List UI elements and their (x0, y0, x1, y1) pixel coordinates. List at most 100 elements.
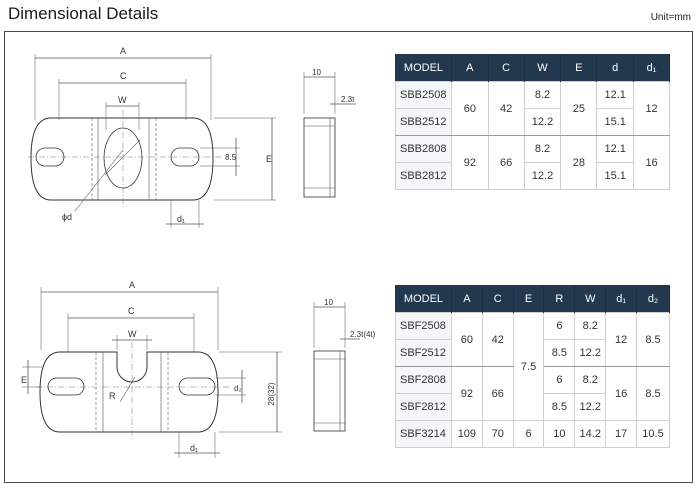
table-row: SBB2508 60 42 8.2 25 12.1 12 (395, 81, 670, 136)
sbb-dim-d-label: ϕd (62, 212, 72, 222)
value-cell: 92 (450, 366, 483, 421)
table-row: SBB2808 92 66 8.2 28 12.1 16 (395, 135, 670, 190)
sbf-col-d1: d₁ (605, 285, 638, 313)
model-cell: SBB2812 (395, 162, 452, 190)
sbb-dim-e-label: E (266, 154, 272, 164)
sbf-dim-d2-label: d₂ (234, 384, 242, 393)
model-cell: SBB2512 (395, 108, 452, 136)
value-cell: 8.2 (574, 312, 607, 340)
value-cell: 10 (543, 420, 576, 448)
model-cell: SBB2808 (395, 135, 452, 163)
sbf-dim-e-label: E (21, 375, 27, 385)
value-cell: 42 (481, 312, 514, 367)
sbb-col-model: MODEL (395, 54, 452, 82)
value-cell: 17 (605, 420, 638, 448)
model-cell: SBF2812 (395, 393, 452, 421)
value-cell: 70 (481, 420, 514, 448)
table-row: SBF2808 92 66 6 8.2 16 8.5 (395, 366, 670, 421)
value-cell: 12.2 (574, 393, 607, 421)
sbb-col-a: A (451, 54, 489, 82)
value-cell: 16 (605, 366, 638, 421)
value-cell: 10.5 (636, 420, 670, 448)
value-cell: 6 (543, 366, 576, 394)
model-cell: SBF3214 (395, 420, 452, 448)
sbf-dim-c-label: C (128, 306, 135, 316)
sbb-table-header-row: MODEL A C W E d d₁ (395, 54, 670, 82)
unit-label: Unit=mm (650, 12, 691, 23)
value-cell: 15.1 (596, 108, 635, 136)
model-cell: SBF2508 (395, 312, 452, 340)
sbf-spec-table: MODEL A C E R W d₁ d₂ SBF2508 60 42 7.5 … (395, 285, 670, 448)
table-row: SBB2812 12.2 15.1 (395, 162, 670, 190)
sbf-dim-d1-label: d₁ (190, 443, 198, 453)
table-row: SBF2512 8.5 12.2 (395, 339, 670, 367)
value-cell: 8.5 (543, 393, 576, 421)
value-cell: 12 (633, 81, 670, 136)
value-cell: 8.5 (543, 339, 576, 367)
sbb-front-view: A C W E 8.5 d₁ ϕd (28, 40, 278, 235)
value-cell: 8.5 (636, 312, 670, 367)
value-cell: 12.1 (596, 81, 635, 109)
sbb-col-w: W (524, 54, 562, 82)
sbf-dim-w-label: W (128, 329, 137, 339)
sbb-dim-d1-label: d₁ (177, 214, 185, 224)
table-row: SBF2508 60 42 7.5 6 8.2 12 8.5 (395, 312, 670, 421)
sbb-dim-c-label: C (120, 71, 127, 81)
sbf-dim-a-label: A (129, 280, 135, 290)
content-frame (4, 31, 693, 483)
sbb-col-d: d (596, 54, 635, 82)
sbf-col-e: E (513, 285, 545, 313)
value-cell: 60 (450, 312, 483, 367)
sbb-spec-table: MODEL A C W E d d₁ SBB2508 60 42 8.2 25 … (395, 54, 670, 190)
model-cell: SBF2512 (395, 339, 452, 367)
model-cell: SBB2508 (395, 81, 452, 109)
value-cell: 14.2 (574, 420, 607, 448)
value-cell: 92 (450, 135, 489, 190)
value-cell: 109 (450, 420, 483, 448)
sbb-side-width-label: 10 (312, 68, 321, 77)
value-cell: 66 (481, 366, 514, 421)
sbf-col-c: C (482, 285, 514, 313)
sbf-col-r: R (543, 285, 576, 313)
sbb-side-thick-label: 2.3t (341, 95, 355, 104)
sbb-side-view: 10 2.3t (290, 66, 370, 206)
page-title: Dimensional Details (8, 4, 159, 23)
sbf-table-header-row: MODEL A C E R W d₁ d₂ (395, 285, 670, 313)
value-cell: 60 (450, 81, 489, 136)
value-cell: 15.1 (596, 162, 635, 190)
value-cell: 16 (633, 135, 670, 190)
value-cell: 6 (512, 420, 545, 448)
value-cell: 8.5 (636, 366, 670, 421)
value-cell: 12.2 (523, 108, 562, 136)
sbb-dim-w-label: W (118, 95, 127, 105)
value-cell: 12 (605, 312, 638, 367)
value-cell: 8.2 (574, 366, 607, 394)
value-cell: 42 (487, 81, 525, 136)
value-cell: 6 (543, 312, 576, 340)
sbb-col-d1: d₁ (633, 54, 670, 82)
value-cell: 12.2 (523, 162, 562, 190)
table-row: SBB2512 12.2 15.1 (395, 108, 670, 136)
sbf-side-thick-label: 2.3t(4t) (350, 330, 376, 339)
value-cell: 8.2 (523, 135, 562, 163)
sbb-dim-slot-label: 8.5 (225, 153, 237, 162)
sbf-col-w: W (574, 285, 607, 313)
value-cell: 66 (487, 135, 525, 190)
sbf-side-width-label: 10 (324, 298, 333, 307)
table-row: SBF3214 109 70 6 10 14.2 17 10.5 (395, 420, 670, 448)
sbb-dim-a-label: A (120, 46, 126, 56)
model-cell: SBF2808 (395, 366, 452, 394)
sbf-col-a: A (451, 285, 483, 313)
value-cell: 7.5 (512, 312, 545, 421)
sbf-side-view: 10 2.3t(4t) (300, 296, 390, 441)
sbb-col-c: C (488, 54, 525, 82)
sbf-col-model: MODEL (395, 285, 452, 313)
table-row: SBF2812 8.5 12.2 (395, 393, 670, 421)
sbf-dim-r-label: R (109, 391, 116, 401)
sbb-col-e: E (560, 54, 598, 82)
value-cell: 28 (560, 135, 598, 190)
value-cell: 8.2 (523, 81, 562, 109)
value-cell: 25 (560, 81, 598, 136)
sbf-front-view: A C W E R d₂ d₁ 28(32) (20, 272, 282, 467)
sbf-col-d2: d₂ (636, 285, 670, 313)
